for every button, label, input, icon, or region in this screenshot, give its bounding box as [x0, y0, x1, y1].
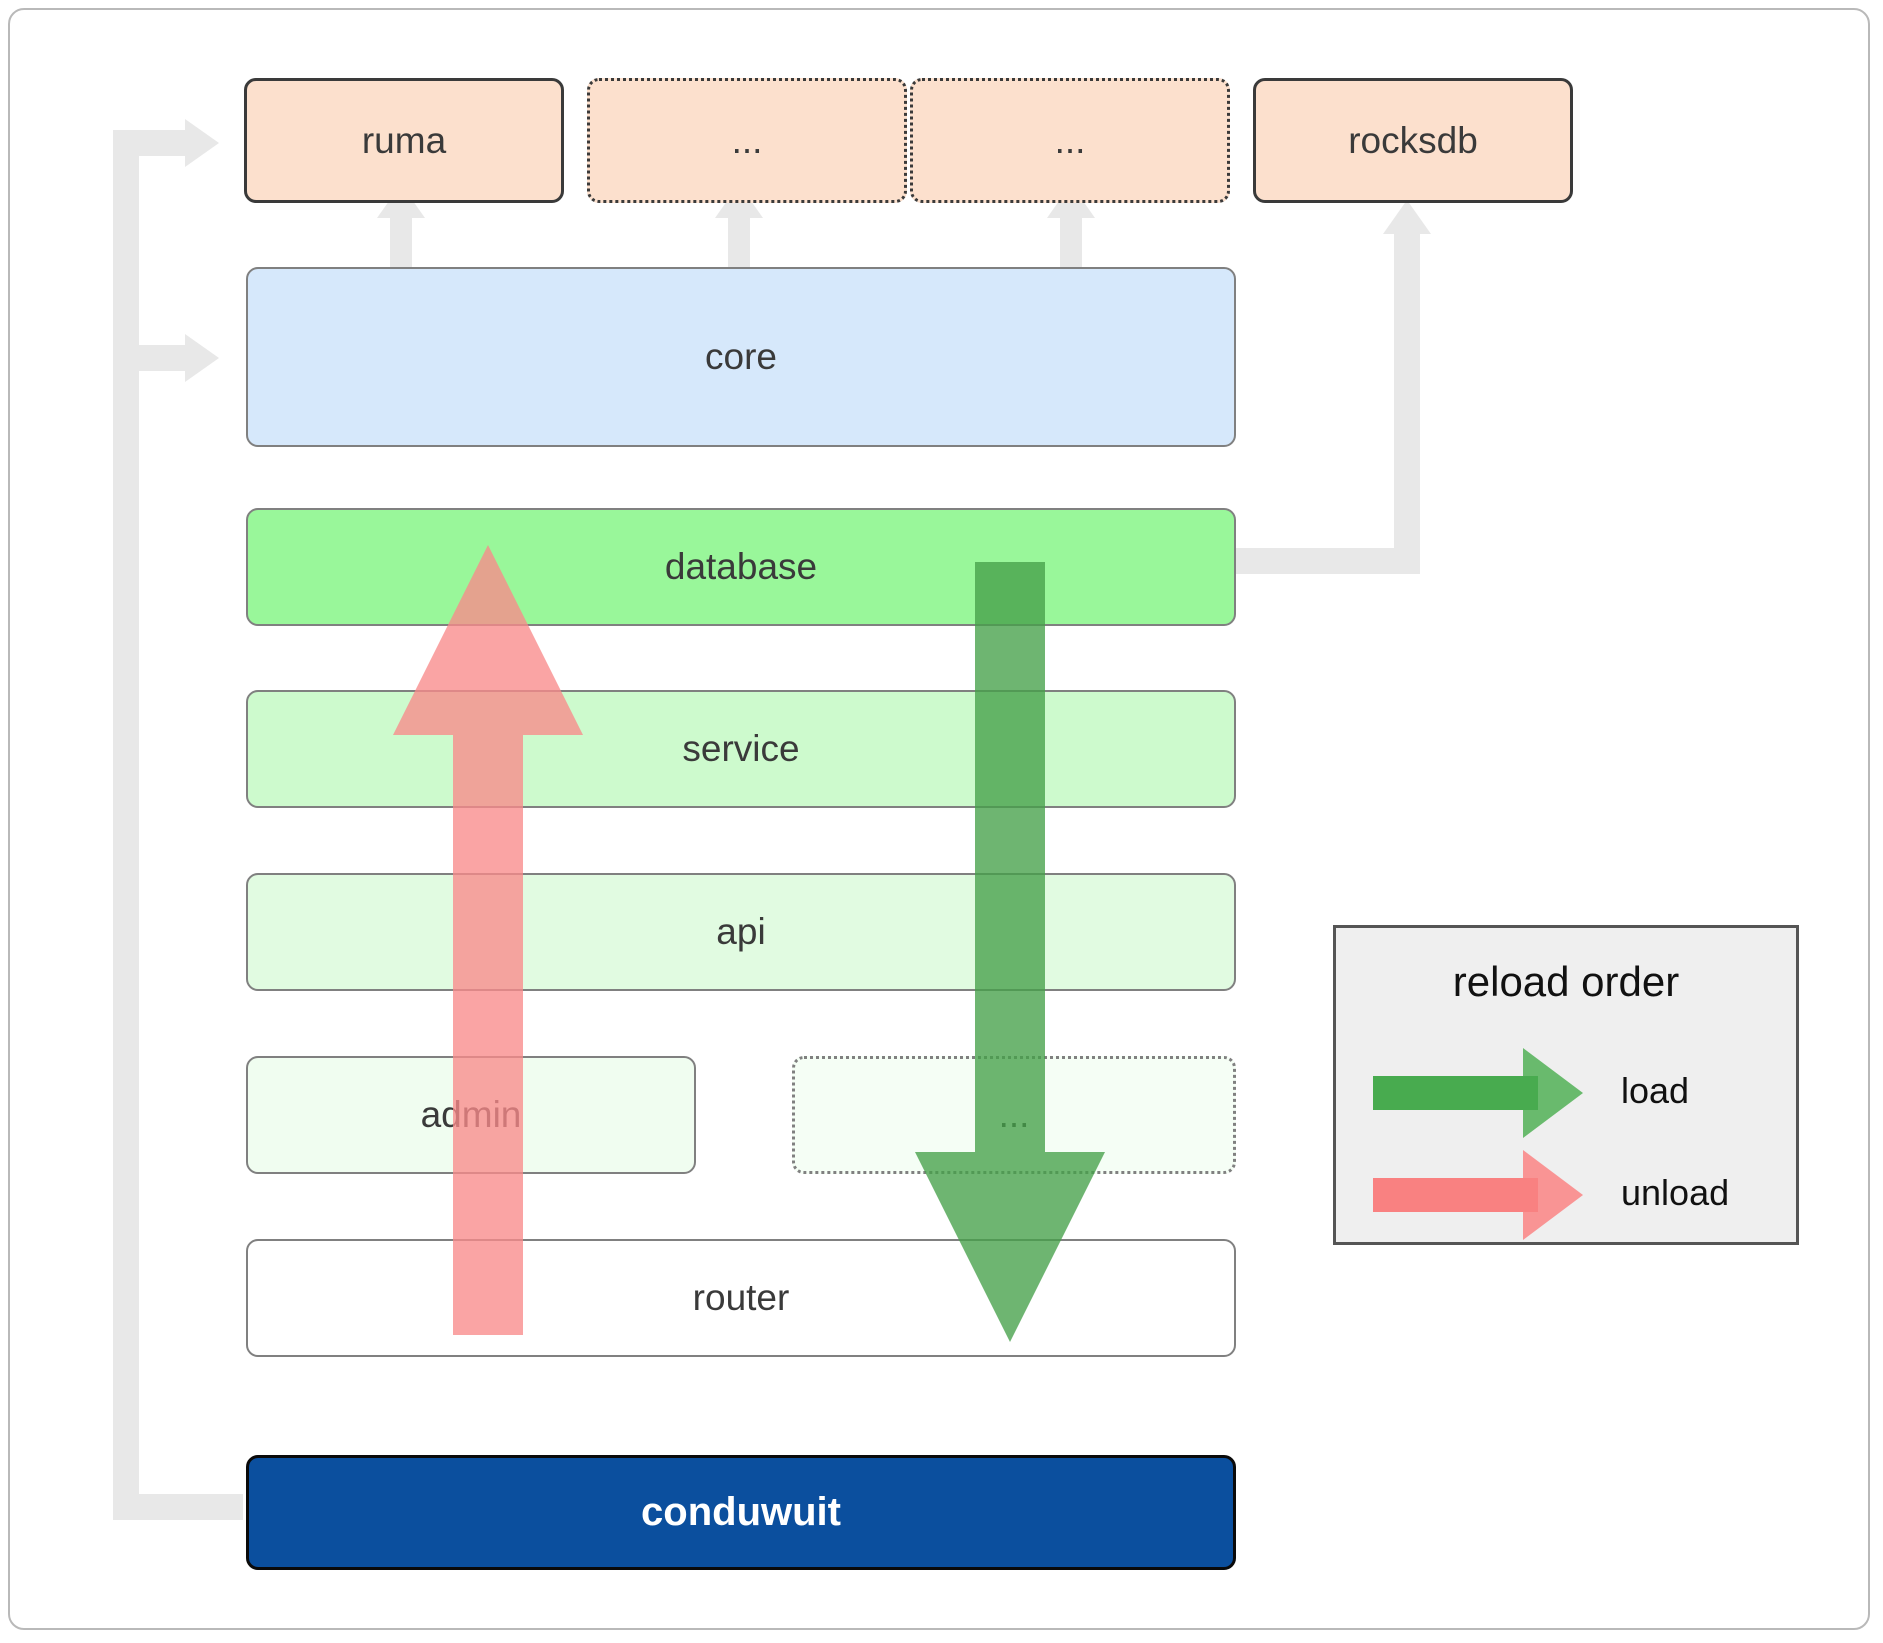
- connector-conduwuit-horizontal: [113, 1494, 243, 1520]
- crate-box-ruma[interactable]: ruma: [244, 78, 564, 203]
- layer-label-service: service: [682, 728, 800, 769]
- connector-database-to-rocksdb-horizontal: [1230, 548, 1420, 574]
- layer-label-admin: admin: [420, 1094, 522, 1135]
- layer-label-router: router: [692, 1277, 790, 1318]
- connector-to-core-arrowhead: [185, 334, 219, 382]
- binary-box-conduwuit[interactable]: conduwuit: [246, 1455, 1236, 1570]
- connector-to-ruma-horizontal: [113, 130, 193, 156]
- connector-core-to-dots2-stem: [1060, 214, 1082, 274]
- crate-box-ellipsis-1[interactable]: ...: [587, 78, 907, 203]
- layer-box-admin[interactable]: admin: [246, 1056, 696, 1174]
- legend-title: reload order: [1452, 958, 1680, 1005]
- connector-left-vertical-bus: [113, 130, 139, 1520]
- layer-label-ellipsis: ...: [998, 1094, 1030, 1135]
- connector-core-to-dots1-stem: [728, 214, 750, 274]
- legend-load-arrow-icon: [1373, 1048, 1583, 1138]
- connector-database-to-rocksdb-vertical: [1394, 230, 1420, 574]
- connector-rocksdb-arrowhead: [1383, 200, 1431, 234]
- layer-box-api[interactable]: api: [246, 873, 1236, 991]
- legend-load-label: load: [1621, 1070, 1690, 1111]
- layer-box-database[interactable]: database: [246, 508, 1236, 626]
- crate-label-ruma: ruma: [361, 119, 447, 161]
- connector-core-to-ruma-stem: [390, 214, 412, 274]
- layer-label-core: core: [705, 336, 777, 377]
- connector-to-core-horizontal: [113, 345, 193, 371]
- crate-label-ellipsis-2: ...: [1054, 119, 1086, 161]
- layer-label-database: database: [664, 546, 818, 587]
- layer-box-ellipsis[interactable]: ...: [792, 1056, 1236, 1174]
- legend-unload-label: unload: [1621, 1172, 1730, 1213]
- crate-label-rocksdb: rocksdb: [1348, 119, 1478, 161]
- diagram-frame: [8, 8, 1870, 1630]
- binary-label-conduwuit: conduwuit: [641, 1490, 841, 1534]
- layer-box-core[interactable]: core: [246, 267, 1236, 447]
- layer-box-service[interactable]: service: [246, 690, 1236, 808]
- layer-box-router[interactable]: router: [246, 1239, 1236, 1357]
- crate-label-ellipsis-1: ...: [731, 119, 763, 161]
- legend-panel: reload order load unload: [1333, 925, 1799, 1245]
- crate-box-ellipsis-2[interactable]: ...: [910, 78, 1230, 203]
- legend-unload-arrow-icon: [1373, 1150, 1583, 1240]
- connector-to-ruma-arrowhead: [185, 119, 219, 167]
- layer-label-api: api: [716, 911, 766, 952]
- crate-box-rocksdb[interactable]: rocksdb: [1253, 78, 1573, 203]
